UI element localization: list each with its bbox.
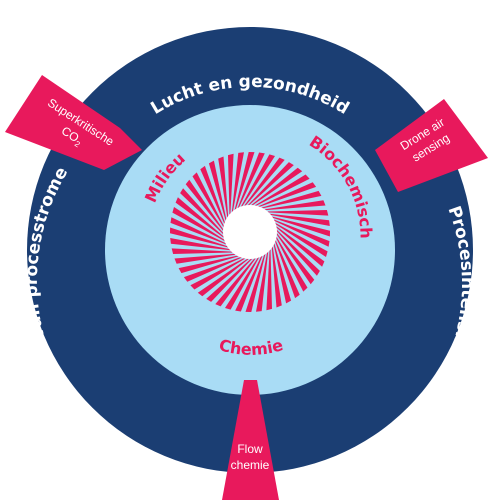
flag-flow-chemie: Flow chemie [222,380,279,500]
spiral-stripe [208,160,229,230]
spiral-stripe [200,165,228,232]
spiral-stripe [180,188,230,241]
spiral-stripe [236,154,275,215]
spiral-stripe [192,172,229,235]
spiral-stripe [171,248,242,254]
spiral-stripe [266,240,272,311]
spiral-stripe [244,167,303,211]
spiral-stripe [206,252,259,302]
inner-label-chemie: Chemie [217,335,285,359]
flag-bottom-line1: Flow [237,442,263,456]
spiral-stripe [235,247,266,312]
flag-bottom-line2: chemie [231,458,270,472]
spiral-stripe [239,157,285,213]
spiral-stripe [269,221,325,267]
spiral-stripe [190,253,253,290]
spiral-stripe [261,212,330,226]
spiral-stripe [170,217,235,248]
flag-drone-air-sensing: Drone air sensing [375,99,488,192]
spiral-stripe [183,254,250,282]
spiral-stripe [271,234,292,304]
spiral-stripe [232,152,255,219]
spiral-stripe [215,251,261,307]
spiral-stripe [258,210,329,216]
spiral-stripe [272,232,300,299]
spiral-stripe [178,253,248,274]
spiral-stripe [170,227,237,250]
spiral-stripe [265,216,330,247]
spiral-stripe [247,174,310,211]
spiral-stripe [256,243,270,312]
spiral-stripe [245,245,268,312]
spiral-stripe [197,253,256,297]
spiral-stripe [185,179,229,238]
spiral-stripe [174,253,245,264]
spiral-stripe [271,237,282,308]
center-spiral-pattern [170,152,330,312]
spiral-stripe [271,226,315,285]
spiral-stripe [175,197,231,243]
spiral-stripe [255,200,326,211]
spiral-stripe [263,214,330,237]
spiral-stripe [172,207,233,246]
spiral-stripe [267,218,328,257]
spiral-stripe [270,223,320,276]
spiral-stripe [271,229,308,292]
spiral-stripe [170,238,239,252]
spiral-stripe [241,162,294,212]
spiral-stripe [230,152,244,221]
center-hole [223,205,277,259]
spiral-stripe [250,182,317,210]
spiral-stripe [252,190,322,211]
spiral-stripe [228,153,234,224]
spiral-stripe [218,156,229,227]
spiral-stripe [234,152,265,217]
spiral-stripe [225,249,264,310]
